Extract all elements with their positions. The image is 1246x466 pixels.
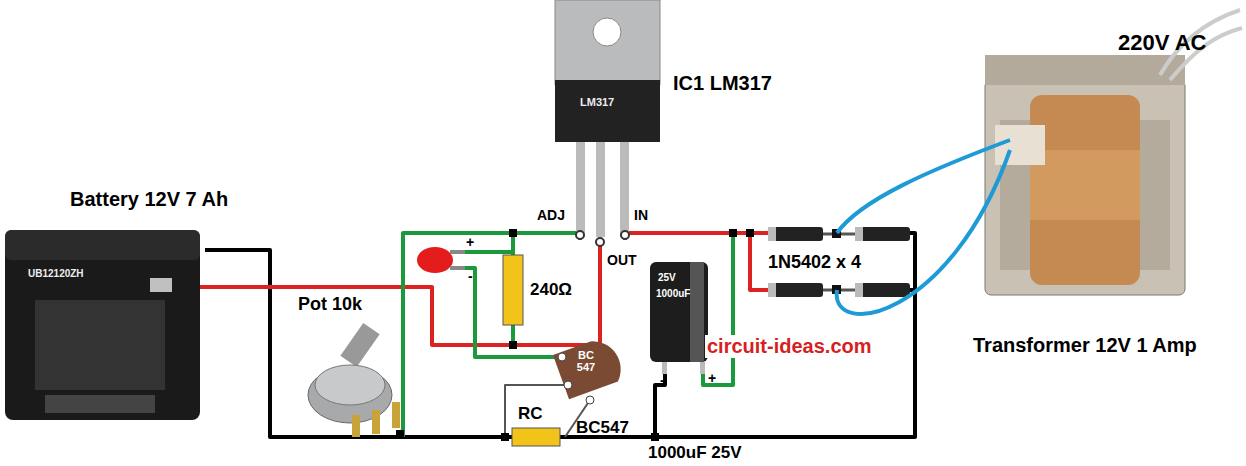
battery-marking: UB12120ZH: [28, 268, 84, 280]
polarity-label: -: [660, 372, 665, 388]
battery-symbol: [5, 230, 200, 420]
resistor-symbol: [512, 428, 560, 446]
part-label: RC: [518, 404, 543, 424]
part-label: Pot 10k: [298, 294, 362, 315]
pin-label: OUT: [607, 252, 637, 268]
part-label: 1N5402 x 4: [768, 252, 861, 273]
led-symbol: [417, 247, 465, 273]
capacitor-symbol: [650, 262, 708, 374]
chip-marking: LM317: [580, 96, 614, 109]
pin-label: IN: [634, 207, 648, 223]
pin-label: ADJ: [537, 207, 565, 223]
polarity-label: -: [468, 268, 473, 284]
part-label: Battery 12V 7 Ah: [70, 188, 228, 211]
capacitor-marking: 25V: [658, 272, 676, 284]
transformer-symbol: [985, 10, 1242, 295]
polarity-label: +: [466, 234, 474, 250]
transistor-marking: BC 547: [575, 350, 597, 373]
regulator-symbol: [555, 0, 660, 246]
part-label: Transformer 12V 1 Amp: [973, 334, 1197, 357]
voltage-label: 220V AC: [1118, 30, 1206, 55]
value-label: 240Ω: [530, 280, 572, 300]
diode-symbol: [768, 227, 910, 297]
potentiometer-symbol: [308, 323, 400, 437]
part-label: BC547: [576, 418, 629, 438]
polarity-label: +: [708, 370, 716, 386]
part-label: IC1 LM317: [673, 72, 772, 95]
resistor-symbol: [503, 255, 523, 325]
value-label: 1000uF 25V: [648, 443, 742, 463]
watermark: circuit-ideas.com: [705, 335, 874, 358]
transistor-symbol: [553, 334, 626, 404]
capacitor-marking: 1000uF: [656, 288, 690, 300]
